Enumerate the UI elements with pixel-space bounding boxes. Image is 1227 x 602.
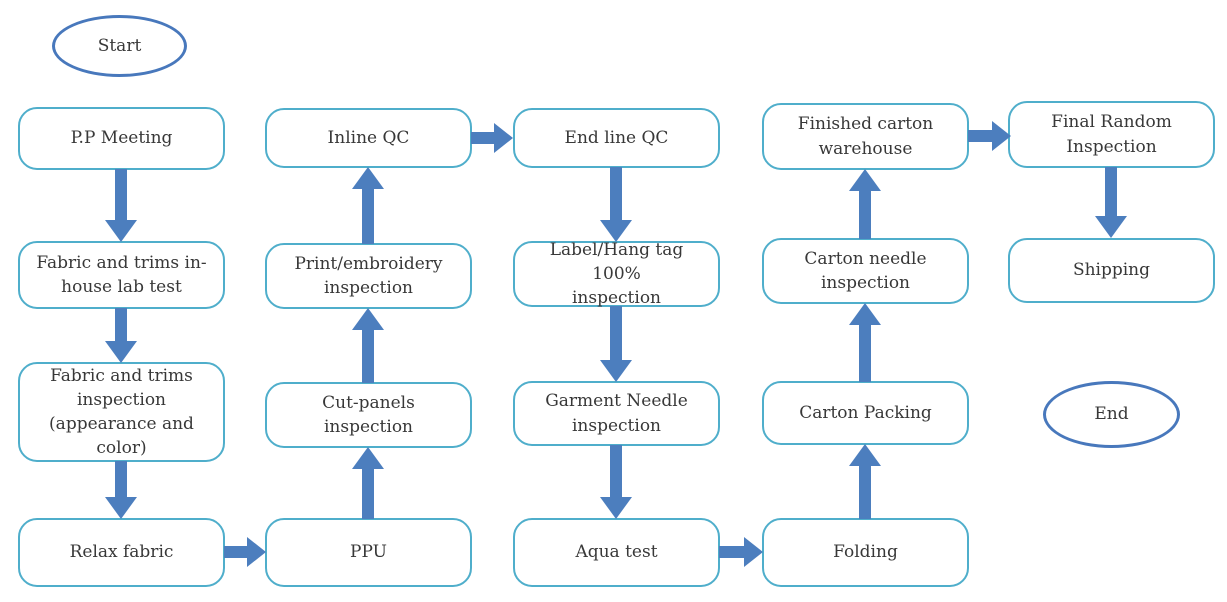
node-relax-fabric: Relax fabric [18, 518, 225, 587]
node-label: Fabric and trims inspection (appearance … [49, 365, 194, 459]
node-label: Relax fabric [69, 542, 174, 563]
arrow-relax-fabric-to-ppu [224, 537, 266, 567]
arrow-cut-panels-to-print-embroidery [352, 308, 384, 383]
node-label: Folding [833, 542, 898, 563]
arrow-ppu-to-cut-panels-inspection [352, 447, 384, 519]
node-fabric-lab-test: Fabric and trims in-house lab test [18, 241, 225, 309]
arrow-carton-needle-to-finished-warehouse [849, 169, 881, 239]
node-label: End [1094, 404, 1129, 425]
node-final-random-inspection: Final Random Inspection [1008, 101, 1215, 168]
node-label: PPU [350, 542, 387, 563]
node-label-hang-tag-inspection: Label/Hang tag 100% inspection [513, 239, 720, 309]
node-label: Label/Hang tag 100% inspection [549, 239, 684, 309]
node-pp-meeting: P.P Meeting [18, 107, 225, 170]
node-carton-packing: Carton Packing [762, 381, 969, 445]
node-fabric-inspection: Fabric and trims inspection (appearance … [18, 362, 225, 462]
node-label: Cut-panels inspection [322, 392, 415, 437]
node-label: Final Random Inspection [1051, 112, 1172, 157]
node-label: Finished carton warehouse [797, 114, 934, 159]
node-end-terminator: End [1043, 381, 1180, 448]
node-label: P.P Meeting [70, 128, 173, 149]
node-label: Carton Packing [799, 402, 932, 423]
arrow-fabric-lab-test-to-fabric-inspection [105, 308, 137, 363]
arrow-aqua-test-to-folding [719, 537, 763, 567]
node-carton-needle-inspection: Carton needle inspection [762, 238, 969, 304]
arrow-folding-to-carton-packing [849, 444, 881, 519]
arrow-garment-needle-to-aqua-test [600, 445, 632, 519]
arrow-pp-meeting-to-fabric-lab-test [105, 169, 137, 242]
node-garment-needle-inspection: Garment Needle inspection [513, 381, 720, 446]
node-finished-carton-warehouse: Finished carton warehouse [762, 103, 969, 170]
node-ppu: PPU [265, 518, 472, 587]
arrow-final-random-to-shipping [1095, 167, 1127, 238]
node-label: Garment Needle inspection [545, 391, 688, 436]
arrow-finished-warehouse-to-final-random [968, 121, 1011, 151]
arrow-end-line-qc-to-label-hang-tag [600, 167, 632, 242]
arrow-label-hang-tag-to-garment-needle [600, 306, 632, 382]
node-label: Print/embroidery inspection [294, 253, 443, 298]
node-end-line-qc: End line QC [513, 108, 720, 168]
node-label: Fabric and trims in-house lab test [36, 252, 207, 297]
arrow-inline-qc-to-end-line-qc [471, 123, 513, 153]
node-label: Inline QC [327, 127, 410, 148]
node-label: Carton needle inspection [804, 248, 927, 293]
arrow-print-embroidery-to-inline-qc [352, 167, 384, 244]
node-label: Shipping [1072, 260, 1151, 281]
node-start-terminator: Start [52, 15, 187, 77]
node-label: Start [97, 35, 142, 56]
node-inline-qc: Inline QC [265, 108, 472, 168]
node-label: Aqua test [575, 542, 658, 563]
arrow-fabric-inspection-to-relax-fabric [105, 461, 137, 519]
node-aqua-test: Aqua test [513, 518, 720, 587]
node-print-embroidery-inspection: Print/embroidery inspection [265, 243, 472, 309]
arrow-carton-packing-to-carton-needle [849, 303, 881, 382]
node-cut-panels-inspection: Cut-panels inspection [265, 382, 472, 448]
node-label: End line QC [564, 127, 669, 148]
node-shipping: Shipping [1008, 238, 1215, 303]
node-folding: Folding [762, 518, 969, 587]
